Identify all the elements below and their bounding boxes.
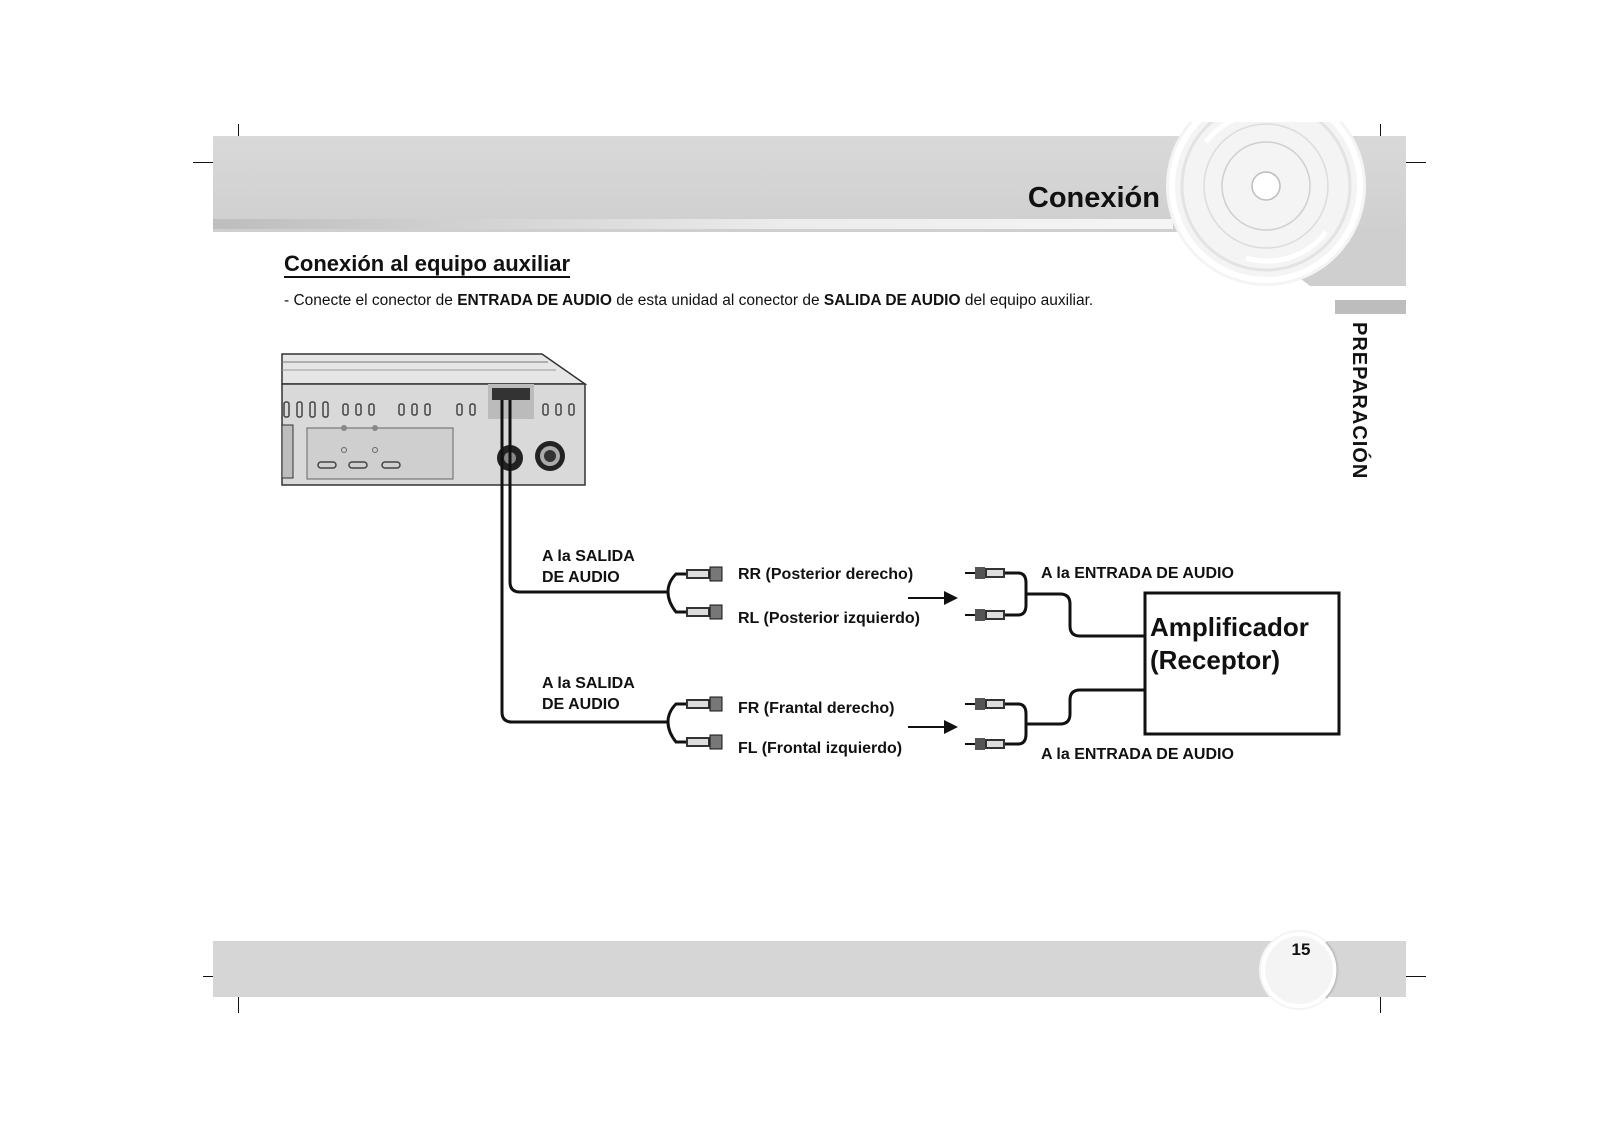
instruction-bold-output: SALIDA DE AUDIO bbox=[823, 292, 961, 309]
page-number: 15 bbox=[1291, 940, 1311, 959]
side-tab-bar bbox=[1335, 300, 1406, 314]
output-label-rear-line1: A la SALIDA bbox=[542, 548, 635, 565]
rca-plug-group-right bbox=[965, 567, 1005, 750]
input-label-bottom: A la ENTRADA DE AUDIO bbox=[1041, 746, 1234, 763]
instruction-suffix: del equipo auxiliar. bbox=[960, 292, 1094, 309]
page-title: Conexión bbox=[1027, 182, 1160, 214]
cable-rear-output bbox=[508, 400, 660, 594]
amplifier-box bbox=[1143, 591, 1341, 736]
channel-label-rr: RR (Posterior derecho) bbox=[738, 566, 914, 583]
crop-mark bbox=[193, 162, 223, 163]
amplifier-label: Amplificador (Receptor) bbox=[1150, 611, 1309, 677]
arrow-icon bbox=[908, 591, 958, 734]
section-title: Conexión al equipo auxiliar bbox=[284, 251, 571, 276]
output-label-rear-line2: DE AUDIO bbox=[542, 569, 620, 586]
crop-mark bbox=[1380, 989, 1381, 1013]
instruction-bold-input: ENTRADA DE AUDIO bbox=[457, 292, 612, 309]
crop-mark bbox=[1396, 162, 1426, 163]
channel-label-rl: RL (Posterior izquierdo) bbox=[738, 610, 920, 627]
output-label-rear: A la SALIDA DE AUDIO bbox=[542, 546, 635, 588]
output-label-front-line1: A la SALIDA bbox=[542, 675, 635, 692]
device-illustration bbox=[281, 353, 588, 486]
crop-mark bbox=[1396, 976, 1426, 977]
header-stripe bbox=[213, 219, 1173, 229]
instruction-text: - Conecte el conector de ENTRADA DE AUDI… bbox=[284, 292, 1093, 310]
side-section-label: PREPARACIÓN bbox=[1348, 322, 1370, 480]
output-label-front-line2: DE AUDIO bbox=[542, 696, 620, 713]
output-label-front: A la SALIDA DE AUDIO bbox=[542, 673, 635, 715]
page-number-disc-icon bbox=[1259, 930, 1340, 1010]
input-label-top: A la ENTRADA DE AUDIO bbox=[1041, 565, 1234, 582]
footer-band bbox=[213, 941, 1406, 997]
rca-plug-group-left bbox=[686, 566, 723, 750]
disc-icon bbox=[1166, 122, 1366, 286]
cable-front-output bbox=[500, 400, 660, 724]
instruction-middle: de esta unidad al conector de bbox=[611, 292, 824, 309]
channel-label-fr: FR (Frantal derecho) bbox=[738, 700, 895, 717]
amplifier-label-line1: Amplificador bbox=[1150, 612, 1309, 642]
crop-mark bbox=[238, 989, 239, 1013]
instruction-prefix: - Conecte el conector de bbox=[284, 292, 458, 309]
amplifier-label-line2: (Receptor) bbox=[1150, 645, 1281, 675]
channel-label-fl: FL (Frontal izquierdo) bbox=[738, 740, 903, 757]
